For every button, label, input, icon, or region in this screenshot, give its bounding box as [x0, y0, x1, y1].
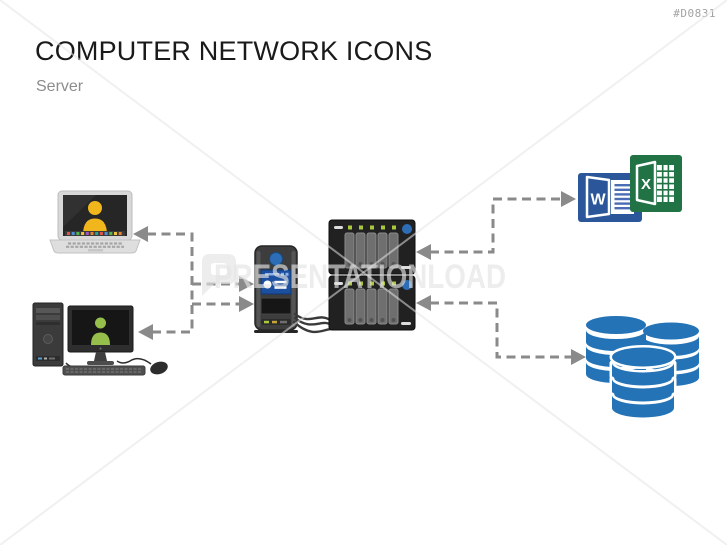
excel-icon: X [630, 155, 682, 212]
tower-front-panel [260, 269, 292, 295]
excel-letter: X [641, 176, 651, 193]
connector-clients-trunk [147, 232, 194, 334]
monitor-stand [94, 352, 107, 361]
monitor [67, 305, 134, 365]
rack-button-bottom [402, 280, 412, 290]
arrowhead-to-rack-2 [416, 295, 431, 311]
desktop-icon [32, 302, 168, 376]
database-icon [586, 316, 699, 420]
arrowhead-to-word [561, 191, 576, 207]
page-subtitle: Server [36, 78, 84, 95]
rack-button-top [402, 224, 412, 234]
page-title: COMPUTER NETWORK ICONS [35, 36, 433, 66]
rack-unit-top [328, 219, 416, 275]
arrowhead-to-database [571, 349, 586, 365]
arrowhead-to-rack-1 [416, 244, 431, 260]
laptop-trackpad [88, 249, 103, 252]
tower-power-button [269, 252, 283, 266]
connector-rack-to-database [430, 301, 571, 359]
arrowhead-to-desktop [138, 324, 153, 340]
db-cylinder-front [609, 345, 677, 420]
keyboard [62, 365, 146, 376]
arrowhead-to-tower-2 [239, 296, 254, 312]
network-cables [292, 312, 335, 334]
rack-unit-bottom [328, 275, 416, 331]
tower-vent-window [260, 297, 292, 315]
laptop-icon [49, 190, 141, 254]
word-letter: W [590, 192, 606, 209]
storage-rack-icon [328, 219, 416, 331]
arrowhead-to-tower-1 [239, 276, 254, 292]
template-id-tag: #D0831 [673, 7, 716, 20]
connector-rack-to-office [430, 197, 561, 254]
server-tower-icon [254, 245, 298, 333]
pc-tower [32, 302, 64, 367]
